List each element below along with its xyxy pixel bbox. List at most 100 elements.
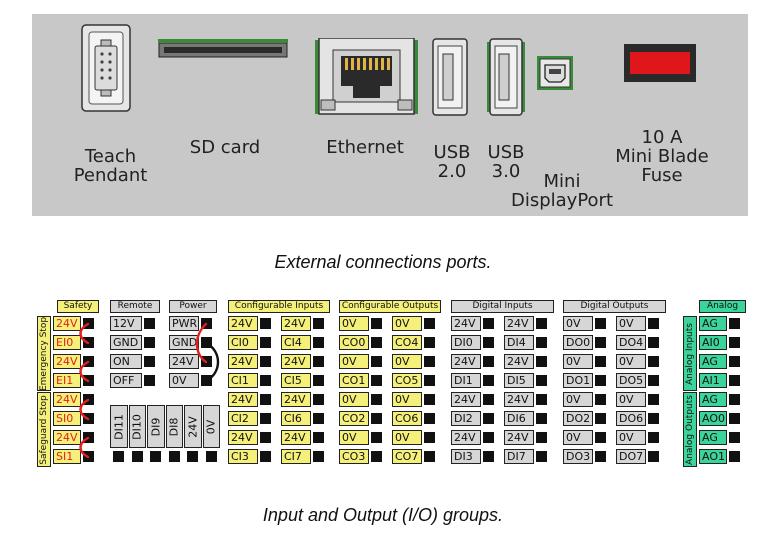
sd-card-slot-icon: [158, 39, 288, 58]
io-label-config-inputs: CI4: [281, 335, 311, 350]
io-label-safety: SI0: [53, 411, 81, 426]
usb-2-port-icon: [432, 38, 468, 116]
terminal-screw: [483, 394, 494, 405]
io-label-config-outputs: CO6: [392, 411, 422, 426]
terminal-screw: [648, 432, 659, 443]
terminal-screw: [424, 356, 435, 367]
io-label-remote: 12V: [110, 316, 142, 331]
io-label-digital-outputs: 0V: [563, 354, 593, 369]
io-label-config-outputs: CO7: [392, 449, 422, 464]
terminal-screw: [729, 337, 740, 348]
terminal-screw: [313, 356, 324, 367]
terminal-screw: [187, 451, 198, 462]
emergency-stop-label-text: Emergency Stop: [39, 316, 49, 391]
ethernet-label: Ethernet: [326, 137, 404, 158]
terminal-screw: [83, 337, 94, 348]
terminal-screw: [201, 318, 212, 329]
terminal-screw: [205, 451, 217, 462]
io-label-digital-inputs: 24V: [451, 354, 481, 369]
io-label-config-outputs: 0V: [339, 316, 369, 331]
terminal-screw: [595, 394, 606, 405]
io-label-config-inputs: CI7: [281, 449, 311, 464]
terminal-screw: [260, 432, 271, 443]
terminal-screw: [595, 413, 606, 424]
io-label-digital-inputs: DI3: [451, 449, 481, 464]
analog-inputs-label: Analog Inputs: [683, 316, 697, 391]
terminal-screw: [595, 451, 606, 462]
remote-group-title: Remote: [110, 300, 160, 313]
terminal-screw: [371, 432, 382, 443]
io-label-config-outputs: 0V: [339, 430, 369, 445]
io-label-config-inputs: 24V: [281, 316, 311, 331]
terminal-screw: [648, 451, 659, 462]
terminal-screw: [536, 337, 547, 348]
terminal-screw: [113, 451, 124, 462]
io-label-config-inputs: 24V: [281, 354, 311, 369]
terminal-screw: [83, 413, 94, 424]
terminal-screw: [371, 394, 382, 405]
configurable-outputs-title: Configurable Outputs: [339, 300, 441, 313]
terminal-screw: [424, 432, 435, 443]
terminal-screw: [424, 318, 435, 329]
terminal-screw: [150, 451, 161, 462]
terminal-screw: [536, 394, 547, 405]
terminal-screw: [201, 375, 212, 386]
terminal-screw: [260, 318, 271, 329]
io-label-config-outputs: 0V: [392, 316, 422, 331]
terminal-screw: [144, 375, 155, 386]
io-label-digital-inputs: 24V: [504, 392, 534, 407]
terminal-screw: [83, 318, 94, 329]
io-label-config-inputs: CI5: [281, 373, 311, 388]
io-label-safety: EI0: [53, 335, 81, 350]
terminal-screw: [83, 451, 94, 462]
terminal-screw: [648, 356, 659, 367]
digital-outputs-title: Digital Outputs: [563, 300, 666, 313]
io-label-digital-outputs: 0V: [563, 316, 593, 331]
io-label-digital-inputs: DI5: [504, 373, 534, 388]
terminal-screw: [595, 432, 606, 443]
io-label-digital-outputs: DO0: [563, 335, 593, 350]
io-label-config-outputs: 0V: [339, 392, 369, 407]
io-label-safety: 24V: [53, 354, 81, 369]
io-label-config-outputs: CO3: [339, 449, 369, 464]
terminal-screw: [260, 394, 271, 405]
analog-group-title: Analog: [699, 300, 746, 313]
misc-io-label: DI10: [128, 405, 146, 448]
terminal-screw: [424, 394, 435, 405]
io-label-power: 0V: [169, 373, 199, 388]
misc-io-label-text: 24V: [186, 415, 200, 438]
terminal-screw: [648, 394, 659, 405]
configurable-inputs-title: Configurable Inputs: [228, 300, 330, 313]
terminal-screw: [371, 413, 382, 424]
io-label-digital-inputs: 24V: [504, 430, 534, 445]
misc-io-label: DI8: [165, 405, 183, 448]
terminal-screw: [313, 337, 324, 348]
io-label-digital-outputs: 0V: [616, 430, 646, 445]
ethernet-port-icon: [315, 38, 418, 115]
io-label-digital-outputs: 0V: [563, 392, 593, 407]
io-label-digital-inputs: 24V: [504, 316, 534, 331]
misc-io-label: DI9: [147, 405, 165, 448]
terminal-screw: [260, 451, 271, 462]
terminal-screw: [536, 432, 547, 443]
sd-card-label: SD card: [189, 137, 261, 158]
io-label-config-inputs: 24V: [228, 392, 258, 407]
teach-pendant-connector-icon: [81, 24, 131, 112]
terminal-screw: [483, 413, 494, 424]
analog-inputs-label-text: Analog Inputs: [685, 322, 695, 385]
terminal-screw: [83, 432, 94, 443]
usb-3-port-icon: [487, 38, 525, 116]
terminal-screw: [371, 318, 382, 329]
io-label-digital-outputs: DO1: [563, 373, 593, 388]
io-label-digital-inputs: DI7: [504, 449, 534, 464]
terminal-screw: [371, 337, 382, 348]
io-label-analog: AI0: [699, 335, 727, 350]
terminal-screw: [595, 356, 606, 367]
io-label-config-outputs: CO5: [392, 373, 422, 388]
digital-inputs-title: Digital Inputs: [451, 300, 554, 313]
io-label-safety: EI1: [53, 373, 81, 388]
terminal-screw: [483, 356, 494, 367]
terminal-screw: [201, 337, 212, 348]
io-label-config-inputs: 24V: [228, 316, 258, 331]
